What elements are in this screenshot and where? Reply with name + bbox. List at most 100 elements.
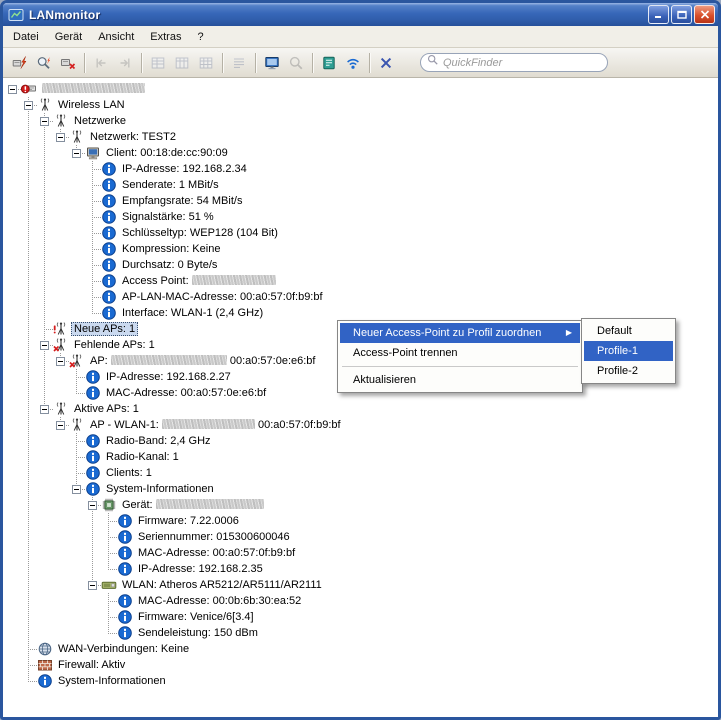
expand-box[interactable] (56, 357, 65, 366)
monitor-button[interactable] (260, 51, 284, 75)
trace-button[interactable] (317, 51, 341, 75)
tree-item-fehlende-aps[interactable]: Fehlende APs: 1 (5, 337, 718, 353)
tree-item-geraet-ip[interactable]: IP-Adresse: 192.168.2.35 (5, 561, 718, 577)
device-connect-button[interactable] (8, 51, 32, 75)
tree-guide (21, 529, 37, 545)
titlebar[interactable]: LANmonitor (3, 3, 718, 26)
quickfinder-input[interactable] (440, 56, 602, 69)
close-button[interactable] (694, 5, 715, 24)
submenu-item-profile-2[interactable]: Profile-2 (584, 361, 673, 381)
tree-item-senderate[interactable]: Senderate: 1 MBit/s (5, 177, 718, 193)
expand-box[interactable] (72, 485, 81, 494)
tree-item-wan-verbindungen[interactable]: WAN-Verbindungen: Keine (5, 641, 718, 657)
tree-connector (69, 449, 85, 465)
close-x-button[interactable] (374, 51, 398, 75)
tree-guide (69, 609, 85, 625)
tree-label: Interface: WLAN-1 (2,4 GHz) (122, 307, 264, 319)
expand-box[interactable] (88, 581, 97, 590)
tree-item-aktive-aps[interactable]: Aktive APs: 1 (5, 401, 718, 417)
tree-label: Clients: 1 (106, 467, 152, 479)
tree-item-wlan-mac[interactable]: MAC-Adresse: 00:0b:6b:30:ea:52 (5, 593, 718, 609)
tree-item-clients-count[interactable]: Clients: 1 (5, 465, 718, 481)
menu-extras[interactable]: Extras (150, 30, 182, 43)
expand-box[interactable] (40, 405, 49, 414)
menu-hilfe[interactable]: ? (197, 30, 204, 43)
menu-separator (342, 366, 578, 367)
tree-guide (53, 177, 69, 193)
menu-item-label: Access-Point trennen (353, 347, 458, 359)
context-menu-item-assign-profile[interactable]: Neuer Access-Point zu Profil zuordnen▶ (340, 323, 580, 343)
maximize-button[interactable] (671, 5, 692, 24)
ap-missing-icon (69, 353, 85, 369)
tree-guide (5, 193, 21, 209)
tree-item-schluesseltyp[interactable]: Schlüsseltyp: WEP128 (104 Bit) (5, 225, 718, 241)
tree-item-durchsatz[interactable]: Durchsatz: 0 Byte/s (5, 257, 718, 273)
expand-box[interactable] (40, 117, 49, 126)
tree-item-radio-kanal[interactable]: Radio-Kanal: 1 (5, 449, 718, 465)
menu-datei[interactable]: Datei (13, 30, 39, 43)
tree-item-geraet[interactable]: Gerät: (5, 497, 718, 513)
tree-item-ap-lan-mac[interactable]: AP-LAN-MAC-Adresse: 00:a0:57:0f:b9:bf (5, 289, 718, 305)
context-menu-item-disconnect-ap[interactable]: Access-Point trennen (340, 343, 580, 363)
tree-item-interface[interactable]: Interface: WLAN-1 (2,4 GHz) (5, 305, 718, 321)
tree-item-access-point[interactable]: Access Point: (5, 273, 718, 289)
info-icon (85, 465, 101, 481)
info-icon (101, 289, 117, 305)
tree-item-device-root[interactable] (5, 81, 718, 97)
submenu-item-profile-1[interactable]: Profile-1 (584, 341, 673, 361)
tree-item-radio-band[interactable]: Radio-Band: 2,4 GHz (5, 433, 718, 449)
submenu-item-default[interactable]: Default (584, 321, 673, 341)
search-icon (426, 53, 440, 72)
tree-guide (37, 561, 53, 577)
expand-box[interactable] (8, 85, 17, 94)
tree-item-geraet-mac[interactable]: MAC-Adresse: 00:a0:57:0f:b9:bf (5, 545, 718, 561)
tree-guide (21, 145, 37, 161)
tree-item-missing-ap-ip[interactable]: IP-Adresse: 192.168.2.27 (5, 369, 718, 385)
tree-item-client-ip[interactable]: IP-Adresse: 192.168.2.34 (5, 161, 718, 177)
tree-item-firmware[interactable]: Firmware: 7.22.0006 (5, 513, 718, 529)
tree-item-system-informationen[interactable]: System-Informationen (5, 481, 718, 497)
tree-connector (69, 385, 85, 401)
quickfinder-box[interactable] (420, 53, 608, 72)
tree-item-empfangsrate[interactable]: Empfangsrate: 54 MBit/s (5, 193, 718, 209)
expand-box[interactable] (56, 421, 65, 430)
tree-connector (37, 401, 53, 417)
tree-guide (21, 625, 37, 641)
wifi-button[interactable] (341, 51, 365, 75)
expand-box[interactable] (40, 341, 49, 350)
tree-guide (37, 289, 53, 305)
tree-item-wireless-lan[interactable]: Wireless LAN (5, 97, 718, 113)
device-disconnect-button[interactable] (56, 51, 80, 75)
tree-guide (37, 593, 53, 609)
device-search-button[interactable] (32, 51, 56, 75)
tree-item-netzwerk-test2[interactable]: Netzwerk: TEST2 (5, 129, 718, 145)
expand-box[interactable] (56, 133, 65, 142)
tree-item-kompression[interactable]: Kompression: Keine (5, 241, 718, 257)
minimize-button[interactable] (648, 5, 669, 24)
tree-guide (53, 497, 69, 513)
tree-item-missing-ap[interactable]: AP: 00:a0:57:0e:e6:bf (5, 353, 718, 369)
tree-item-neue-aps[interactable]: Neue APs: 1 (5, 321, 718, 337)
expand-box[interactable] (72, 149, 81, 158)
tree-connector (101, 529, 117, 545)
menu-ansicht[interactable]: Ansicht (98, 30, 135, 43)
expand-box[interactable] (88, 501, 97, 510)
tree-item-missing-ap-mac[interactable]: MAC-Adresse: 00:a0:57:0e:e6:bf (5, 385, 718, 401)
tree-guide (5, 481, 21, 497)
expand-box[interactable] (24, 101, 33, 110)
tree-guide (5, 673, 21, 689)
tree-item-active-ap[interactable]: AP - WLAN-1: 00:a0:57:0f:b9:bf (5, 417, 718, 433)
tree-guide (69, 545, 85, 561)
tree-item-sendeleistung[interactable]: Sendeleistung: 150 dBm (5, 625, 718, 641)
tree-item-seriennummer[interactable]: Seriennummer: 015300600046 (5, 529, 718, 545)
tree-item-system-informationen-root[interactable]: System-Informationen (5, 673, 718, 689)
tree-item-netzwerke[interactable]: Netzwerke (5, 113, 718, 129)
tree-item-client[interactable]: Client: 00:18:de:cc:90:09 (5, 145, 718, 161)
tree-item-wlan-firmware[interactable]: Firmware: Venice/6[3.4] (5, 609, 718, 625)
tree-item-firewall[interactable]: Firewall: Aktiv (5, 657, 718, 673)
tree-item-wlan-chipset[interactable]: WLAN: Atheros AR5212/AR5111/AR2111 (5, 577, 718, 593)
tree-item-signalstaerke[interactable]: Signalstärke: 51 % (5, 209, 718, 225)
wan-globe-icon (37, 641, 53, 657)
menu-geraet[interactable]: Gerät (54, 30, 83, 43)
context-menu-item-refresh[interactable]: Aktualisieren (340, 370, 580, 390)
